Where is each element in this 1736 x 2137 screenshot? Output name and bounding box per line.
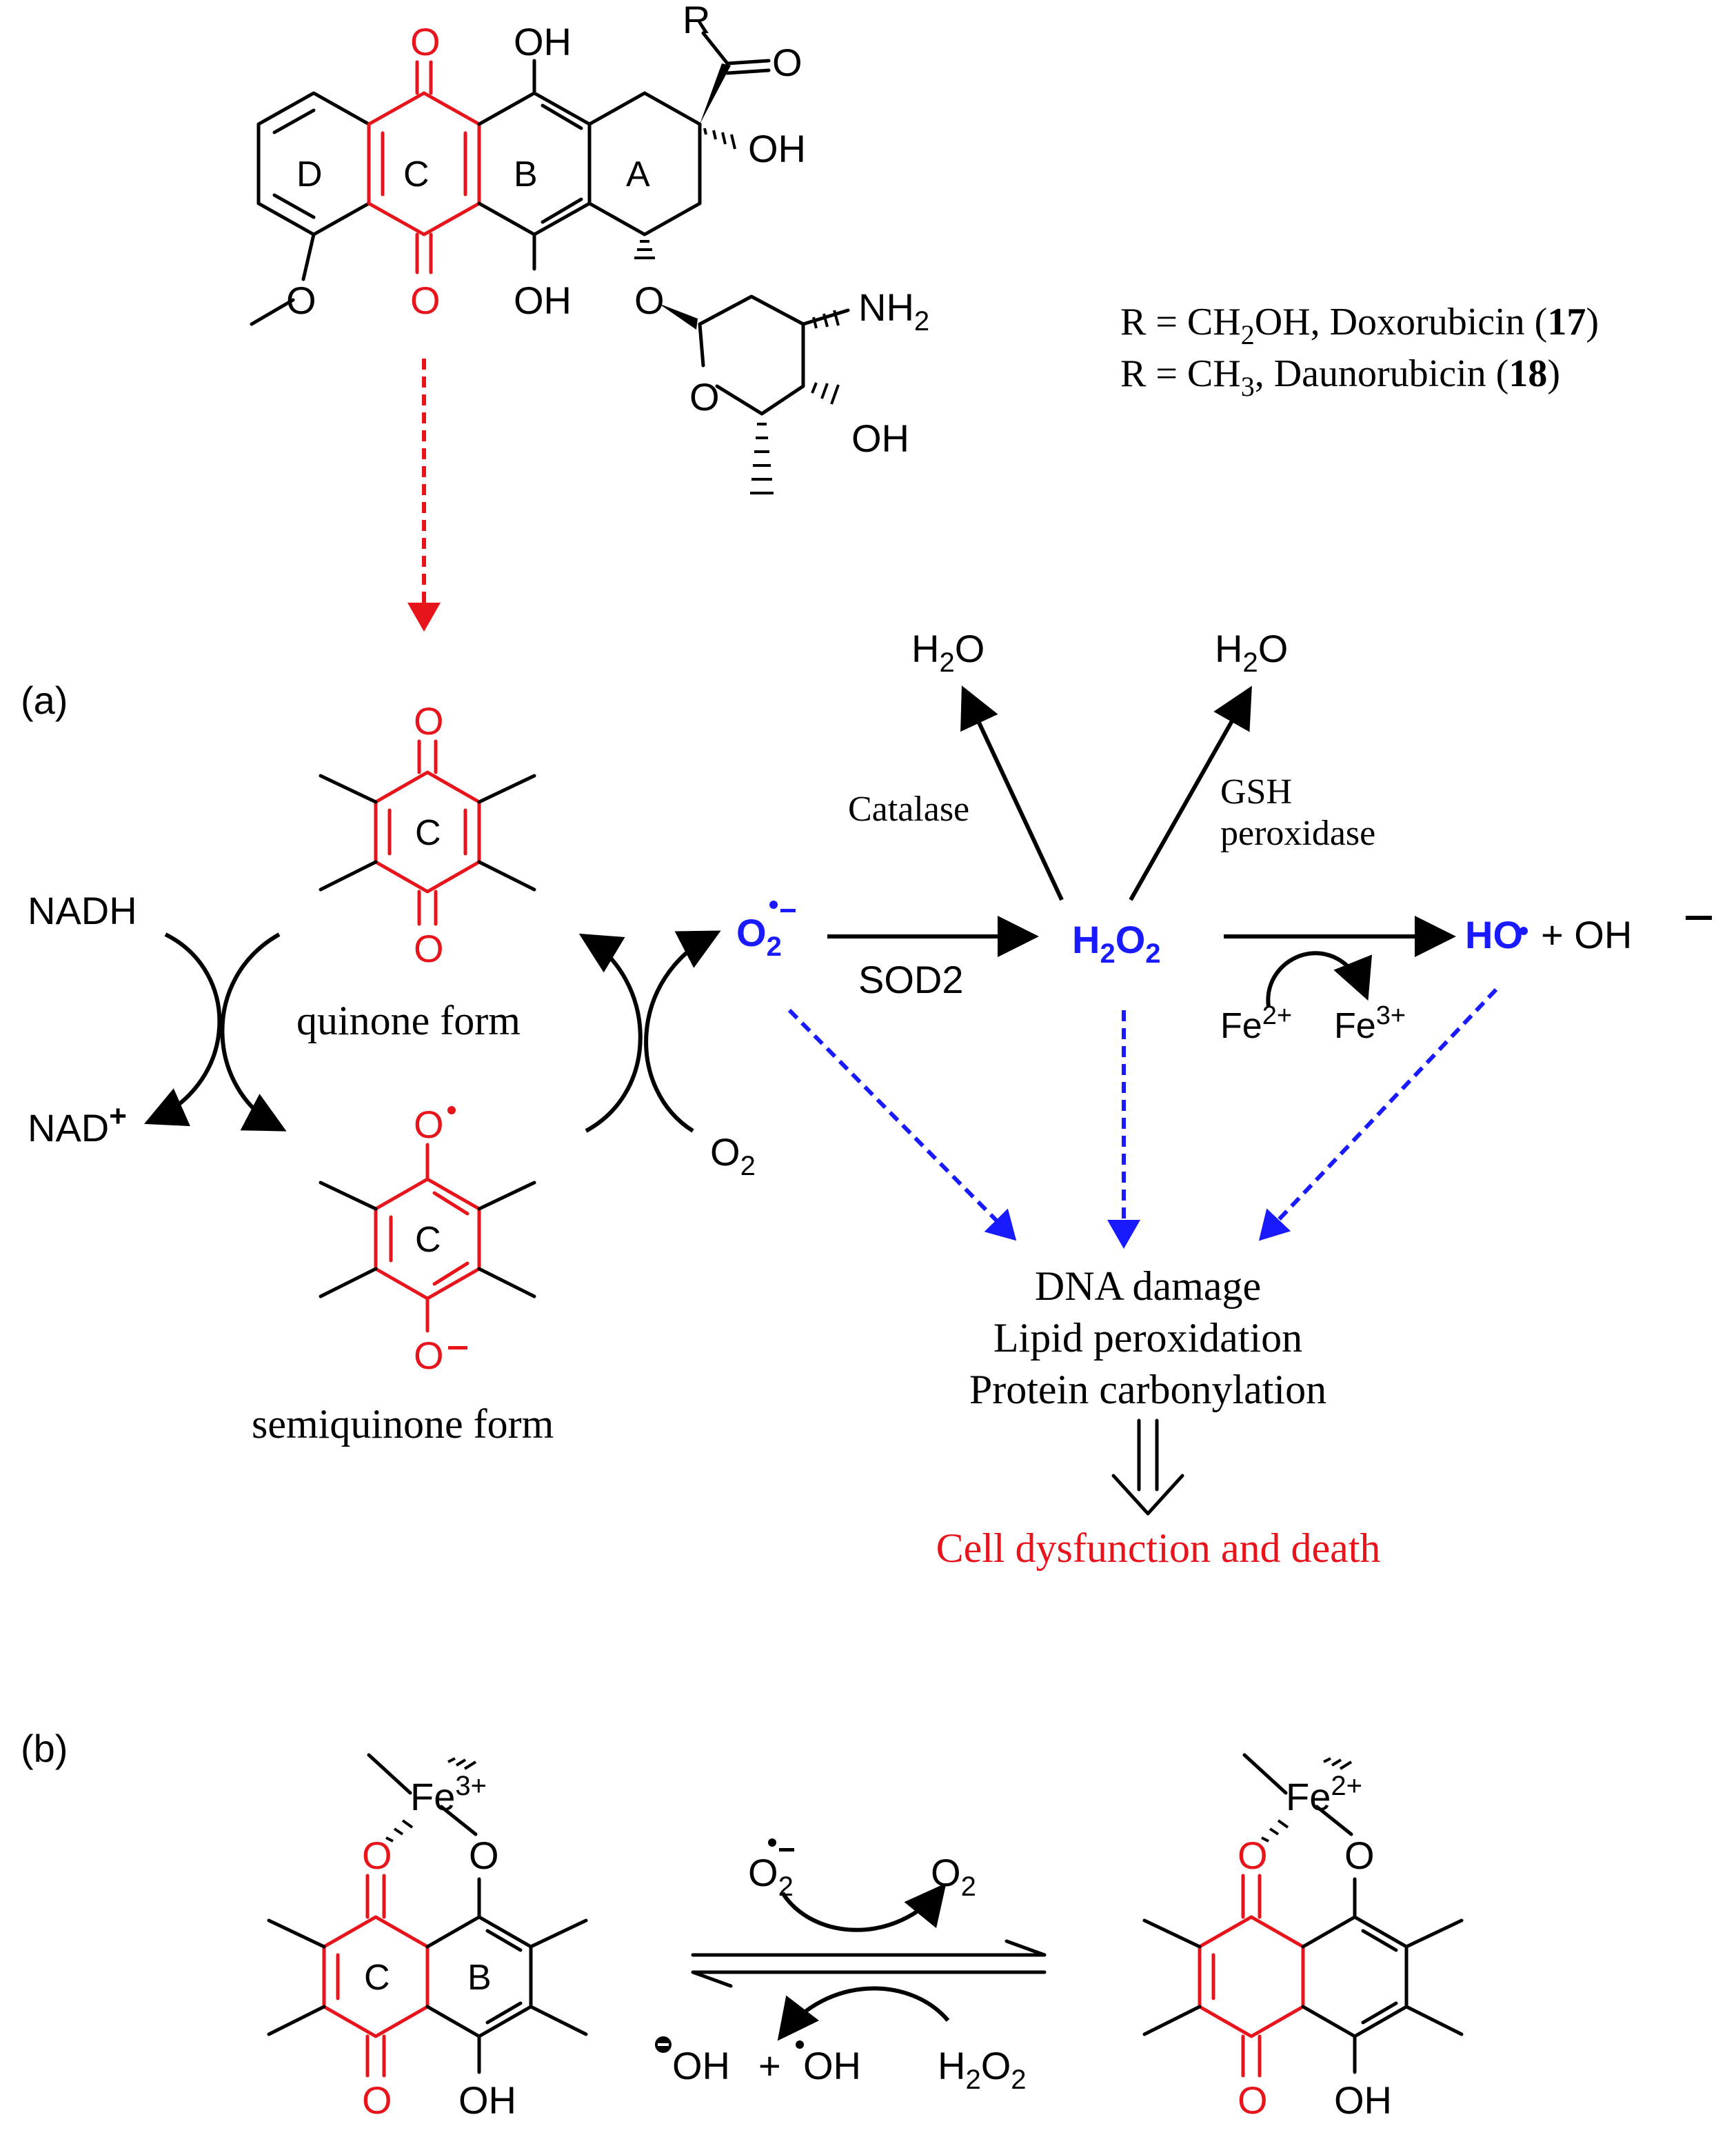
right-iron-complex — [1142, 1753, 1464, 2078]
right-o-bottom: O — [1238, 2078, 1268, 2122]
peroxidase-label: peroxidase — [1220, 814, 1375, 853]
left-ring-c: C — [364, 1958, 390, 1998]
left-ring-b: B — [467, 1958, 492, 1998]
b-hydroxide-charge-minus — [658, 2043, 669, 2046]
right-o-chelate: O — [1344, 1834, 1375, 1877]
b-h2o2-label: H2O2 — [938, 2044, 1027, 2095]
fe3-label: Fe3+ — [1334, 1001, 1406, 1046]
ketone-o-label: O — [772, 41, 803, 84]
quinone-ring — [319, 739, 536, 926]
quinone-caption: quinone form — [296, 998, 521, 1043]
hydroxyl-radical-label: HO — [1465, 913, 1523, 956]
lipid-peroxidation-label: Lipid peroxidation — [993, 1315, 1302, 1361]
legend-daunorubicin: R = CH3, Daunorubicin (18) — [1120, 352, 1560, 402]
superoxide-damage-arrow — [787, 1008, 1017, 1241]
b-superoxide-radical-dot — [768, 1838, 776, 1847]
b-radical-oh-label: OH — [803, 2044, 861, 2087]
reduction-curve-arrow — [220, 932, 287, 1132]
cell-death-label: Cell dysfunction and death — [936, 1525, 1381, 1571]
hydroxide-negative-charge — [1686, 916, 1712, 920]
catalase-arrow — [960, 685, 1064, 901]
semiquinone-o-top: O — [414, 1103, 444, 1146]
b-superoxide-label: O2 — [748, 1851, 794, 1902]
catalase-label: Catalase — [848, 790, 969, 829]
left-iron-complex — [267, 1753, 588, 2078]
h2o-right-label: H2O — [1215, 627, 1288, 678]
gsh-label: GSH — [1220, 772, 1292, 812]
sugar-ring-o-label: O — [689, 375, 720, 419]
right-oh: OH — [1334, 2078, 1392, 2122]
fe-redox-curve-arrow — [1266, 951, 1372, 1007]
semiquinone-ring-c-label: C — [415, 1220, 441, 1260]
panel-a-label: (a) — [21, 679, 68, 722]
methoxy-o-label: O — [286, 279, 316, 322]
quinone-o-top: O — [414, 699, 444, 743]
quinone-o-bottom: O — [414, 927, 444, 970]
right-o-top: O — [1238, 1834, 1268, 1877]
amine-label: NH2 — [858, 285, 929, 337]
left-o-bottom: O — [362, 2078, 392, 2122]
oxidation-curve-arrow — [578, 933, 643, 1133]
quinone-o-top-label: O — [410, 20, 441, 63]
legend-doxorubicin: R = CH2OH, Doxorubicin (17) — [1120, 301, 1599, 350]
protein-carbonylation-label: Protein carbonylation — [969, 1367, 1326, 1412]
b-plus-label: + — [758, 2044, 781, 2087]
b-hydroxide-label: OH — [672, 2044, 730, 2087]
nadh-label: NADH — [28, 889, 137, 932]
semiquinone-radical-dot — [447, 1106, 456, 1114]
equilibrium-arrows — [691, 1939, 1047, 1988]
ring-a-oh-label: OH — [748, 127, 806, 170]
ring-d-label: D — [296, 154, 323, 194]
hydroxyl-damage-arrow — [1258, 987, 1498, 1241]
outcome-double-arrow — [1111, 1418, 1184, 1516]
semiquinone-o-bottom: O — [414, 1334, 444, 1377]
glycosidic-o-label: O — [634, 279, 665, 322]
dna-damage-label: DNA damage — [1035, 1263, 1261, 1309]
panel-b-label: (b) — [21, 1727, 68, 1770]
superoxide-negative-charge — [780, 909, 796, 912]
h2o2-reduction-arrow — [777, 1986, 950, 2041]
hydroxide-label: + OH — [1541, 913, 1632, 956]
right-fe-label: Fe2+ — [1286, 1771, 1362, 1818]
superoxide-label: O2 — [736, 911, 782, 962]
oh-top-label: OH — [514, 20, 572, 63]
sugar-oh-label: OH — [851, 417, 909, 460]
left-o-top: O — [362, 1834, 392, 1877]
semiquinone-caption: semiquinone form — [252, 1401, 554, 1447]
quinone-ring-c-label: C — [415, 813, 441, 853]
superoxide-oxidation-arrow — [780, 1883, 947, 1932]
ring-b-label: B — [514, 154, 538, 194]
semiquinone-negative-charge — [448, 1346, 467, 1350]
sod2-label: SOD2 — [858, 958, 964, 1001]
ring-c-label: C — [403, 154, 430, 194]
hydroxyl-radical-dot — [1520, 927, 1528, 935]
semiquinone-ring — [319, 1143, 536, 1333]
oh-bottom-label: OH — [514, 279, 572, 322]
quinone-o-bottom-label: O — [410, 279, 441, 322]
gsh-peroxidase-arrow — [1129, 685, 1252, 901]
fe2-label: Fe2+ — [1220, 1001, 1292, 1046]
ring-a-label: A — [626, 154, 650, 194]
anthracycline-structure — [250, 31, 850, 494]
b-superoxide-negative-charge — [779, 1848, 794, 1852]
o2-label: O2 — [710, 1130, 756, 1181]
nadh-curve-arrow — [144, 932, 222, 1127]
superoxide-release-arrow — [644, 930, 721, 1133]
b-hydroxyl-radical-dot — [796, 2040, 804, 2049]
r-group-label: R — [683, 0, 710, 41]
h2o2-label: H2O2 — [1072, 918, 1161, 969]
left-o-chelate: O — [469, 1834, 499, 1877]
left-oh: OH — [458, 2078, 516, 2122]
b-o2-label: O2 — [931, 1851, 976, 1902]
h2o-left-label: H2O — [911, 627, 985, 678]
left-fe-label: Fe3+ — [410, 1771, 487, 1818]
superoxide-radical-dot — [769, 901, 778, 909]
nad-label: NAD+ — [28, 1099, 127, 1150]
